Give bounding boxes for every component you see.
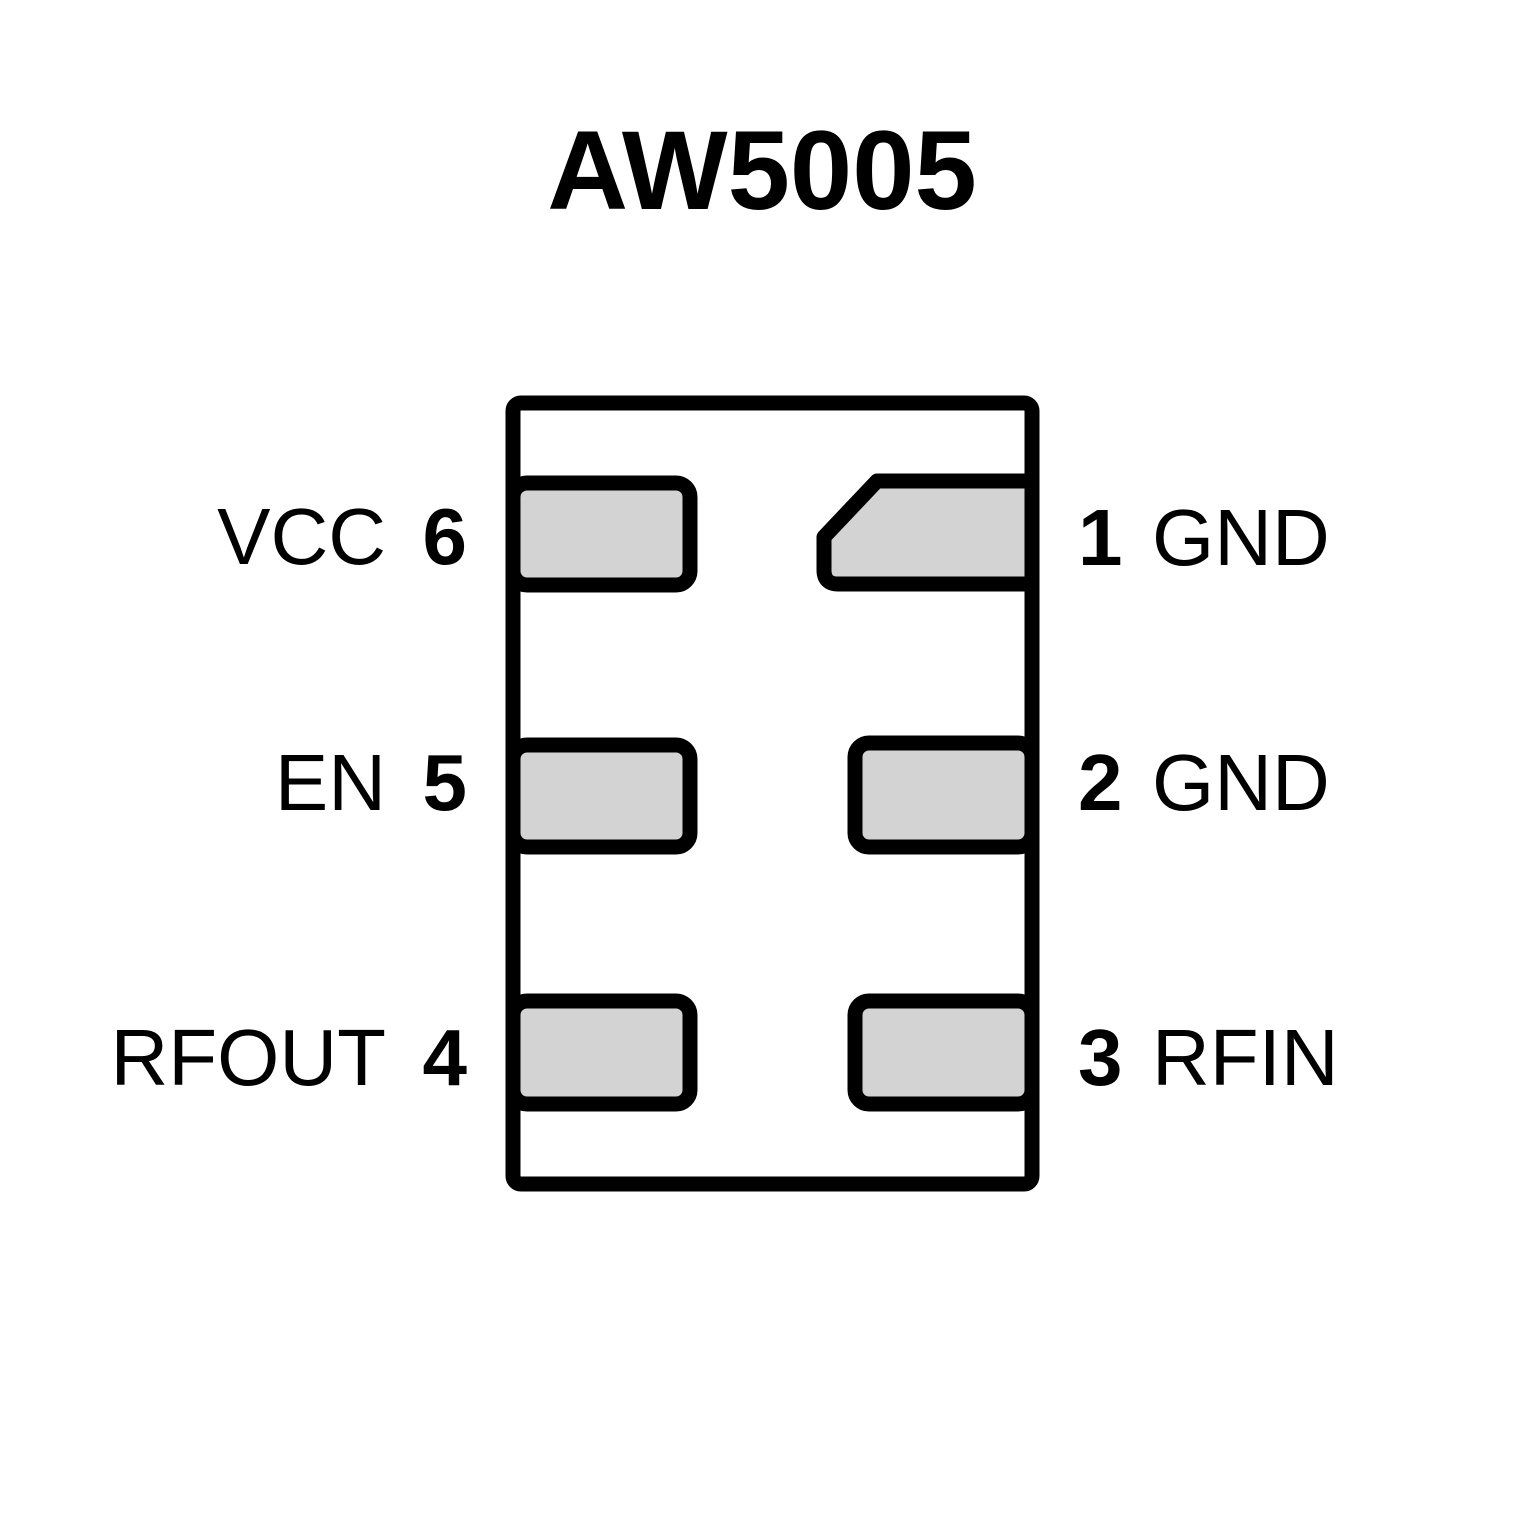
pin-5-number-label: 5 bbox=[423, 738, 468, 827]
pin-6-pad bbox=[505, 475, 698, 593]
pin-3-pad bbox=[847, 993, 1040, 1112]
pin-1-number-label: 1 bbox=[1078, 493, 1123, 582]
pin-5-name-label: EN bbox=[275, 738, 386, 827]
pin-4-number-label: 4 bbox=[423, 1013, 468, 1102]
pin-3-name-label: RFIN bbox=[1152, 1013, 1339, 1102]
pin-3-number-label: 3 bbox=[1078, 1013, 1123, 1102]
pin-1-pad bbox=[816, 473, 1040, 592]
pin-6-number-label: 6 bbox=[423, 492, 468, 581]
pin-4-pad bbox=[505, 993, 698, 1112]
pin-2-number-label: 2 bbox=[1078, 738, 1123, 827]
pin-4-name-label: RFOUT bbox=[110, 1013, 386, 1102]
pin-2-pad bbox=[847, 735, 1040, 855]
pin-2-name-label: GND bbox=[1152, 738, 1330, 827]
pin-6-name-label: VCC bbox=[217, 492, 386, 581]
page-title: AW5005 bbox=[547, 108, 977, 233]
pin-1-name-label: GND bbox=[1152, 493, 1330, 582]
pin-5-pad bbox=[505, 737, 698, 855]
